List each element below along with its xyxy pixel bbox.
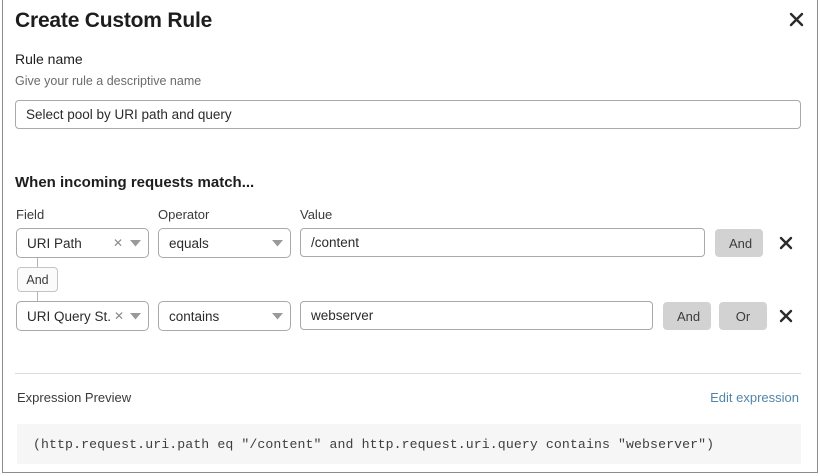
column-header-operator: Operator [158, 207, 210, 222]
chevron-down-icon-glyph [129, 239, 141, 246]
operator-select-2-value: contains [169, 308, 220, 324]
section-divider [15, 373, 801, 374]
connector-line-top [37, 258, 38, 268]
chevron-down-icon-glyph [271, 312, 283, 319]
chevron-down-icon[interactable] [270, 312, 290, 320]
dialog-title: Create Custom Rule [15, 9, 213, 32]
operator-select-1[interactable]: equals [158, 228, 291, 258]
edit-expression-link[interactable]: Edit expression [710, 390, 799, 405]
add-and-condition-button-1[interactable]: And [715, 229, 763, 257]
delete-condition-button-1[interactable] [774, 231, 798, 255]
rule-name-input[interactable] [15, 100, 801, 129]
condition-row: URI Path ✕ equals And [3, 228, 819, 258]
field-select-2-value: URI Query St... [27, 308, 112, 324]
field-select-2[interactable]: URI Query St... ✕ [16, 301, 149, 331]
connector-line-bottom [37, 291, 38, 301]
clear-icon[interactable]: ✕ [113, 309, 124, 323]
value-input-2[interactable] [300, 301, 653, 330]
chevron-down-icon[interactable] [129, 312, 148, 320]
column-header-field: Field [16, 207, 45, 222]
chevron-down-icon-glyph [271, 239, 283, 246]
operator-select-1-value: equals [169, 235, 209, 251]
delete-condition-button-2[interactable] [774, 304, 798, 328]
chevron-down-icon[interactable] [270, 239, 290, 247]
condition-row: URI Query St... ✕ contains And Or [3, 301, 819, 331]
connector-and-badge[interactable]: And [17, 267, 58, 292]
field-select-1-value: URI Path [27, 235, 82, 251]
close-icon[interactable] [783, 6, 809, 32]
close-icon-glyph [779, 309, 793, 323]
expression-preview-box: (http.request.uri.path eq "/content" and… [17, 424, 801, 464]
expression-preview-text: (http.request.uri.path eq "/content" and… [33, 436, 715, 452]
close-icon-glyph [779, 236, 793, 250]
chevron-down-icon-glyph [130, 312, 141, 319]
add-or-condition-button-2[interactable]: Or [719, 302, 767, 330]
value-input-1[interactable] [300, 228, 705, 257]
rule-name-label: Rule name [15, 51, 83, 67]
match-conditions-heading: When incoming requests match... [15, 174, 255, 191]
add-and-condition-button-2[interactable]: And [663, 302, 711, 330]
expression-preview-label: Expression Preview [17, 390, 132, 405]
field-select-1[interactable]: URI Path ✕ [16, 228, 149, 258]
close-icon-glyph [789, 12, 803, 26]
rule-name-description: Give your rule a descriptive name [15, 74, 202, 88]
clear-icon[interactable]: ✕ [112, 236, 123, 250]
chevron-down-icon[interactable] [128, 239, 148, 247]
column-header-value: Value [300, 207, 333, 222]
operator-select-2[interactable]: contains [158, 301, 291, 331]
